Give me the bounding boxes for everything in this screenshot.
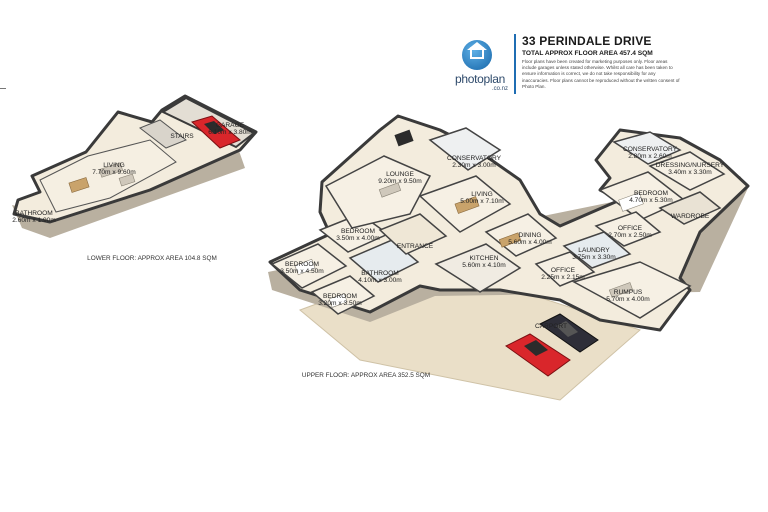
conservatory-center: [428, 127, 502, 171]
upper-room-name-dressing-nursery: DRESSING/NURSERY: [656, 162, 725, 169]
upper-room-dims-rumpus: 5.70m x 4.00m: [606, 296, 650, 303]
upper-room-name-conservatory-center: CONSERVATORY: [447, 155, 502, 162]
upper-room-dims-lounge: 9.20m x 9.50m: [378, 178, 422, 185]
lower-room-dims-garage: 6.10m x 3.80m: [208, 129, 252, 136]
upper-room-name-kitchen: KITCHEN: [470, 255, 499, 262]
upper-room-dims-living: 5.00m x 7.10m: [460, 198, 504, 205]
dressing-nursery: [648, 151, 726, 191]
upper-room-dims-bedroom-right: 4.70m x 5.30m: [629, 197, 673, 204]
lower-room-dims-living: 7.70m x 9.60m: [92, 169, 136, 176]
wardrobe: [658, 191, 722, 225]
lower-room-dims-bathroom: 2.60m x 1.90m: [12, 217, 56, 224]
header-divider: [514, 34, 516, 94]
photoplan-logo: photoplan .co.nz: [448, 38, 512, 96]
upper-room-dims-bedroom-a: 3.50m x 4.00m: [336, 235, 380, 242]
upper-room-name-bathroom: BATHROOM: [361, 270, 399, 277]
upper-room-dims-conservatory-center: 2.30m x 3.00m: [452, 162, 496, 169]
laundry: [562, 231, 632, 269]
upper-room-name-office-upper: OFFICE: [618, 225, 643, 232]
upper-room-name-laundry: LAUNDRY: [578, 247, 610, 254]
edge-tick: [0, 88, 6, 89]
upper-room-name-carport: CARPORT: [535, 323, 567, 330]
brand-domain: .co.nz: [491, 86, 508, 92]
garage-car: [191, 115, 241, 149]
office-upper: [594, 211, 662, 247]
upper-room-dims-bedroom-c: 3.20m x 3.50m: [318, 300, 362, 307]
upper-room-dims-dressing-nursery: 3.40m x 3.30m: [668, 169, 712, 176]
disclaimer-text: Floor plans have been created for market…: [522, 59, 680, 89]
upper-room-dims-kitchen: 5.60m x 4.10m: [462, 262, 506, 269]
upper-room-dims-conservatory-right: 2.80m x 2.60m: [628, 153, 672, 160]
upper-room-name-lounge: LOUNGE: [386, 171, 414, 178]
carport-cars: [505, 313, 599, 377]
total-floor-area: TOTAL APPROX FLOOR AREA 457.4 SQM: [522, 50, 653, 57]
upper-room-name-office-lower: OFFICE: [551, 267, 576, 274]
stairs-block: [138, 119, 188, 149]
lounge: [324, 155, 432, 229]
upper-floor: LOUNGE 9.20m x 9.50m CONSERVATORY 2.30m …: [268, 114, 750, 401]
living-furniture: [68, 162, 136, 193]
upper-room-dims-bedroom-b: 3.50m x 4.50m: [280, 268, 324, 275]
lower-floor-caption: LOWER FLOOR: APPROX AREA 104.8 SQM: [87, 255, 217, 262]
upper-room-name-bedroom-a: BEDROOM: [341, 228, 375, 235]
upper-room-name-rumpus: RUMPUS: [614, 289, 643, 296]
upper-room-dims-laundry: 3.75m x 3.30m: [572, 254, 616, 261]
office-lower: [534, 251, 596, 287]
upper-room-dims-office-upper: 2.70m x 2.50m: [608, 232, 652, 239]
upper-room-name-bedroom-c: BEDROOM: [323, 293, 357, 300]
entrance: [378, 213, 448, 255]
lower-room-name-stairs: STAIRS: [170, 133, 194, 140]
upper-room-dims-bathroom: 4.10m x 3.00m: [358, 277, 402, 284]
upper-room-name-conservatory-right: CONSERVATORY: [623, 146, 678, 153]
upper-room-name-bedroom-b: BEDROOM: [285, 261, 319, 268]
kitchen: [434, 243, 522, 293]
upper-room-name-living: LIVING: [471, 191, 493, 198]
lower-room-name-bathroom: BATHROOM: [15, 210, 53, 217]
conservatory-right: [612, 131, 682, 165]
logo-roof-shape: [467, 42, 487, 50]
upper-room-name-entrance: ENTRANCE: [397, 243, 434, 250]
upper-floor-caption: UPPER FLOOR: APPROX AREA 352.5 SQM: [302, 372, 430, 379]
property-address: 33 PERINDALE DRIVE: [522, 34, 652, 48]
upper-room-name-dining: DINING: [518, 232, 541, 239]
lower-room-name-living: LIVING: [103, 162, 125, 169]
upper-room-name-wardrobe: WARDROBE: [671, 213, 710, 220]
living-floor: [39, 139, 177, 213]
upper-room-dims-office-lower: 2.25m x 2.15m: [541, 274, 585, 281]
logo-house-shape: [470, 47, 484, 59]
upper-room-dims-dining: 5.60m x 4.00m: [508, 239, 552, 246]
upper-room-name-bedroom-right: BEDROOM: [634, 190, 668, 197]
lower-room-name-garage: GARAGE: [216, 122, 245, 129]
upper-furniture: [294, 129, 644, 308]
lower-floor: GARAGE 6.10m x 3.80m STAIRS LIVING 7.70m…: [12, 94, 258, 262]
brand-name: photoplan: [454, 72, 506, 86]
bathroom-left: [348, 239, 420, 283]
